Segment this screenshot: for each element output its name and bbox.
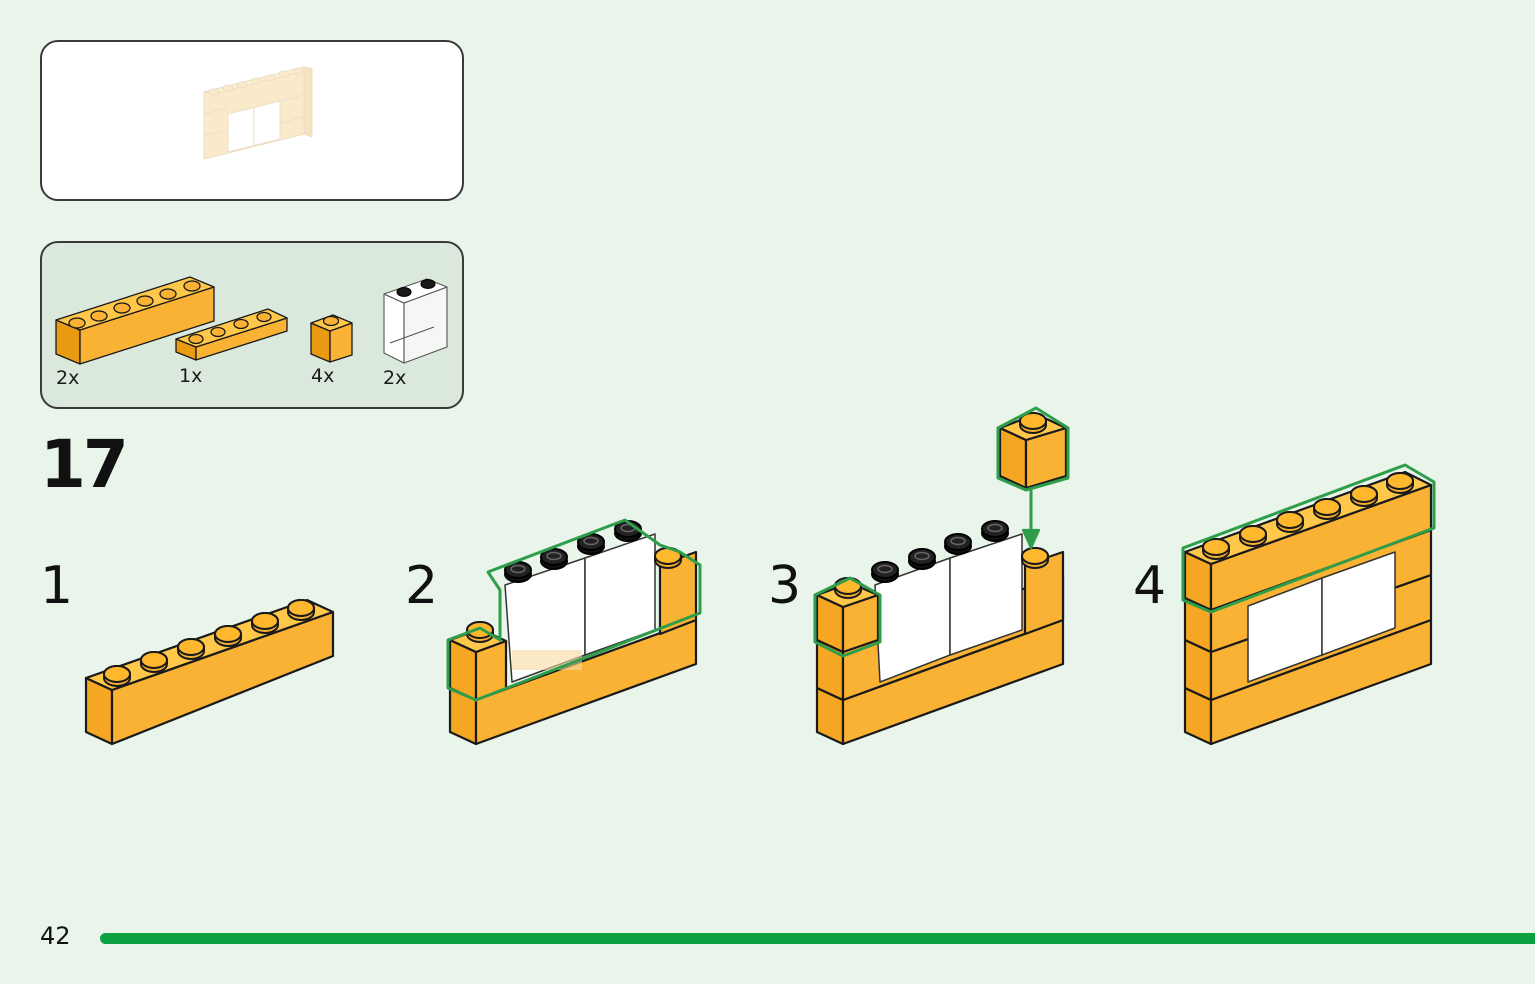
sub-step-label: 2 bbox=[405, 556, 439, 616]
sub-step-label: 4 bbox=[1133, 556, 1167, 616]
page-number: 42 bbox=[40, 922, 71, 950]
sub-step-label: 1 bbox=[40, 556, 74, 616]
completed-wall-preview-icon bbox=[203, 66, 313, 160]
brick-1x6-icon bbox=[55, 276, 215, 365]
window-panel-icon bbox=[383, 278, 448, 364]
brick-1x1-icon bbox=[310, 314, 353, 363]
step-number: 17 bbox=[40, 426, 129, 503]
plate-1x4-icon bbox=[175, 308, 288, 361]
footer-progress-line bbox=[100, 933, 1535, 944]
step3-assembly-icon bbox=[813, 406, 1070, 746]
step4-assembly-icon bbox=[1181, 463, 1436, 746]
part-qty: 1x bbox=[179, 365, 203, 387]
parts-illustration bbox=[55, 276, 448, 365]
part-qty: 4x bbox=[311, 365, 335, 387]
part-qty: 2x bbox=[383, 367, 407, 389]
sub-step-label: 3 bbox=[768, 556, 802, 616]
part-qty: 2x bbox=[56, 367, 80, 389]
preview-panel bbox=[40, 40, 464, 201]
step1-brick-1x6-icon bbox=[84, 598, 335, 746]
step2-assembly-icon bbox=[446, 518, 702, 746]
parts-list-panel: 2x 1x 4x 2x bbox=[40, 241, 464, 409]
